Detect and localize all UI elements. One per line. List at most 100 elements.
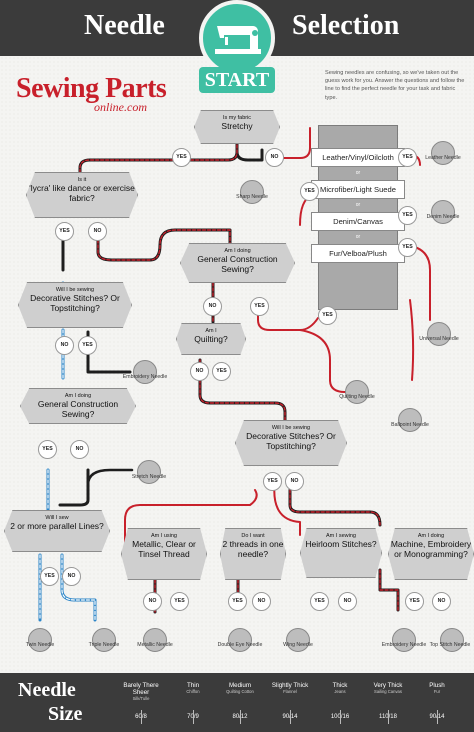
- start-label: START: [199, 67, 275, 93]
- label-twin: Twin Needle: [25, 642, 55, 648]
- result-stretch-needle: [137, 460, 161, 484]
- yes-bubble: YES: [310, 592, 329, 611]
- no-bubble: NO: [285, 472, 304, 491]
- result-sharp-needle: [240, 180, 264, 204]
- no-bubble: NO: [62, 567, 81, 586]
- or-label: or: [355, 234, 361, 240]
- question-lycra: Is it'lycra' like dance or exercise fabr…: [26, 172, 138, 218]
- label-embroidery-left: Embroidery Needle: [122, 374, 168, 380]
- size-col: PlushFur90/14: [429, 682, 445, 720]
- yes-bubble: YES: [398, 238, 417, 257]
- size-tick: [437, 710, 438, 724]
- size-tick: [193, 710, 194, 724]
- or-label: or: [355, 170, 361, 176]
- or-label: or: [355, 202, 361, 208]
- result-twin-needle: [28, 628, 52, 652]
- yes-bubble: YES: [170, 592, 189, 611]
- size-col: Slightly ThickFlannel90/14: [271, 682, 309, 720]
- footer-title-needle: Needle: [18, 679, 76, 701]
- size-tick: [141, 710, 142, 724]
- result-quilting-needle: [345, 380, 369, 404]
- result-universal-needle: [427, 322, 451, 346]
- label-metallic: Metallic Needle: [137, 642, 173, 648]
- result-top-stitch-needle: [440, 628, 464, 652]
- yes-bubble: YES: [263, 472, 282, 491]
- brand-sub: online.com: [94, 100, 147, 114]
- no-bubble: NO: [55, 336, 74, 355]
- yes-bubble: YES: [318, 306, 337, 325]
- label-double-eye: Double Eye Needle: [217, 642, 263, 648]
- result-embroidery-needle: [133, 360, 157, 384]
- fabric-microfiber: Microfiber/Light Suede: [311, 180, 405, 199]
- fabric-fur: Fur/Velboa/Plush: [311, 244, 405, 263]
- line-par-no: [60, 553, 97, 622]
- no-bubble: NO: [265, 148, 284, 167]
- no-bubble: NO: [203, 297, 222, 316]
- label-ballpoint: Ballpoint Needle: [391, 422, 429, 428]
- line-red-fabric: [277, 127, 311, 159]
- result-triple-needle: [92, 628, 116, 652]
- result-double-eye-needle: [228, 628, 252, 652]
- size-col: ThickJeans100/16: [331, 682, 349, 720]
- no-bubble: NO: [190, 362, 209, 381]
- footer-needle-size: Needle Size: [0, 673, 474, 732]
- brand-logo: Sewing Parts: [16, 73, 167, 104]
- fabric-types-panel: Leather/Vinyl/Oilcloth or Microfiber/Lig…: [311, 125, 405, 310]
- label-quilting: Quilting Needle: [339, 394, 375, 400]
- title-selection: Selection: [292, 10, 400, 41]
- label-stretch: Stretch Needle: [131, 474, 167, 480]
- label-denim: Denim Needle: [426, 214, 460, 220]
- line-gcs-left-no: [58, 468, 90, 507]
- result-denim-needle: [431, 200, 455, 224]
- size-tick: [240, 710, 241, 724]
- result-wing-needle: [286, 628, 310, 652]
- label-universal: Universal Needle: [419, 336, 459, 342]
- no-bubble: NO: [70, 440, 89, 459]
- yes-bubble: YES: [398, 206, 417, 225]
- title-needle: Needle: [84, 10, 165, 41]
- no-bubble: NO: [88, 222, 107, 241]
- no-bubble: NO: [252, 592, 271, 611]
- size-tick: [290, 710, 291, 724]
- label-top-stitch: Top Stitch Needle: [429, 642, 471, 648]
- intro-text: Sewing needles are confusing, so we've t…: [325, 70, 465, 101]
- no-bubble: NO: [338, 592, 357, 611]
- label-embroidery-bottom: Embroidery Needle: [381, 642, 427, 648]
- label-wing: Wing Needle: [283, 642, 313, 648]
- result-leather-needle: [431, 141, 455, 165]
- footer-title-size: Size: [48, 703, 83, 725]
- yes-bubble: YES: [78, 336, 97, 355]
- result-ballpoint-needle: [398, 408, 422, 432]
- no-bubble: NO: [143, 592, 162, 611]
- label-leather: Leather Needle: [425, 155, 461, 161]
- yes-bubble: YES: [398, 148, 417, 167]
- label-triple: Triple Needle: [88, 642, 120, 648]
- size-tick: [340, 710, 341, 724]
- fabric-leather: Leather/Vinyl/Oilcloth: [311, 148, 405, 167]
- yes-bubble: YES: [405, 592, 424, 611]
- result-embroidery-needle-bottom: [392, 628, 416, 652]
- yes-bubble: YES: [55, 222, 74, 241]
- no-bubble: NO: [432, 592, 451, 611]
- yes-bubble: YES: [300, 182, 319, 201]
- line-deco-mid-no: [288, 488, 382, 527]
- sewing-machine-icon: [215, 26, 261, 54]
- yes-bubble: YES: [172, 148, 191, 167]
- result-metallic-needle: [143, 628, 167, 652]
